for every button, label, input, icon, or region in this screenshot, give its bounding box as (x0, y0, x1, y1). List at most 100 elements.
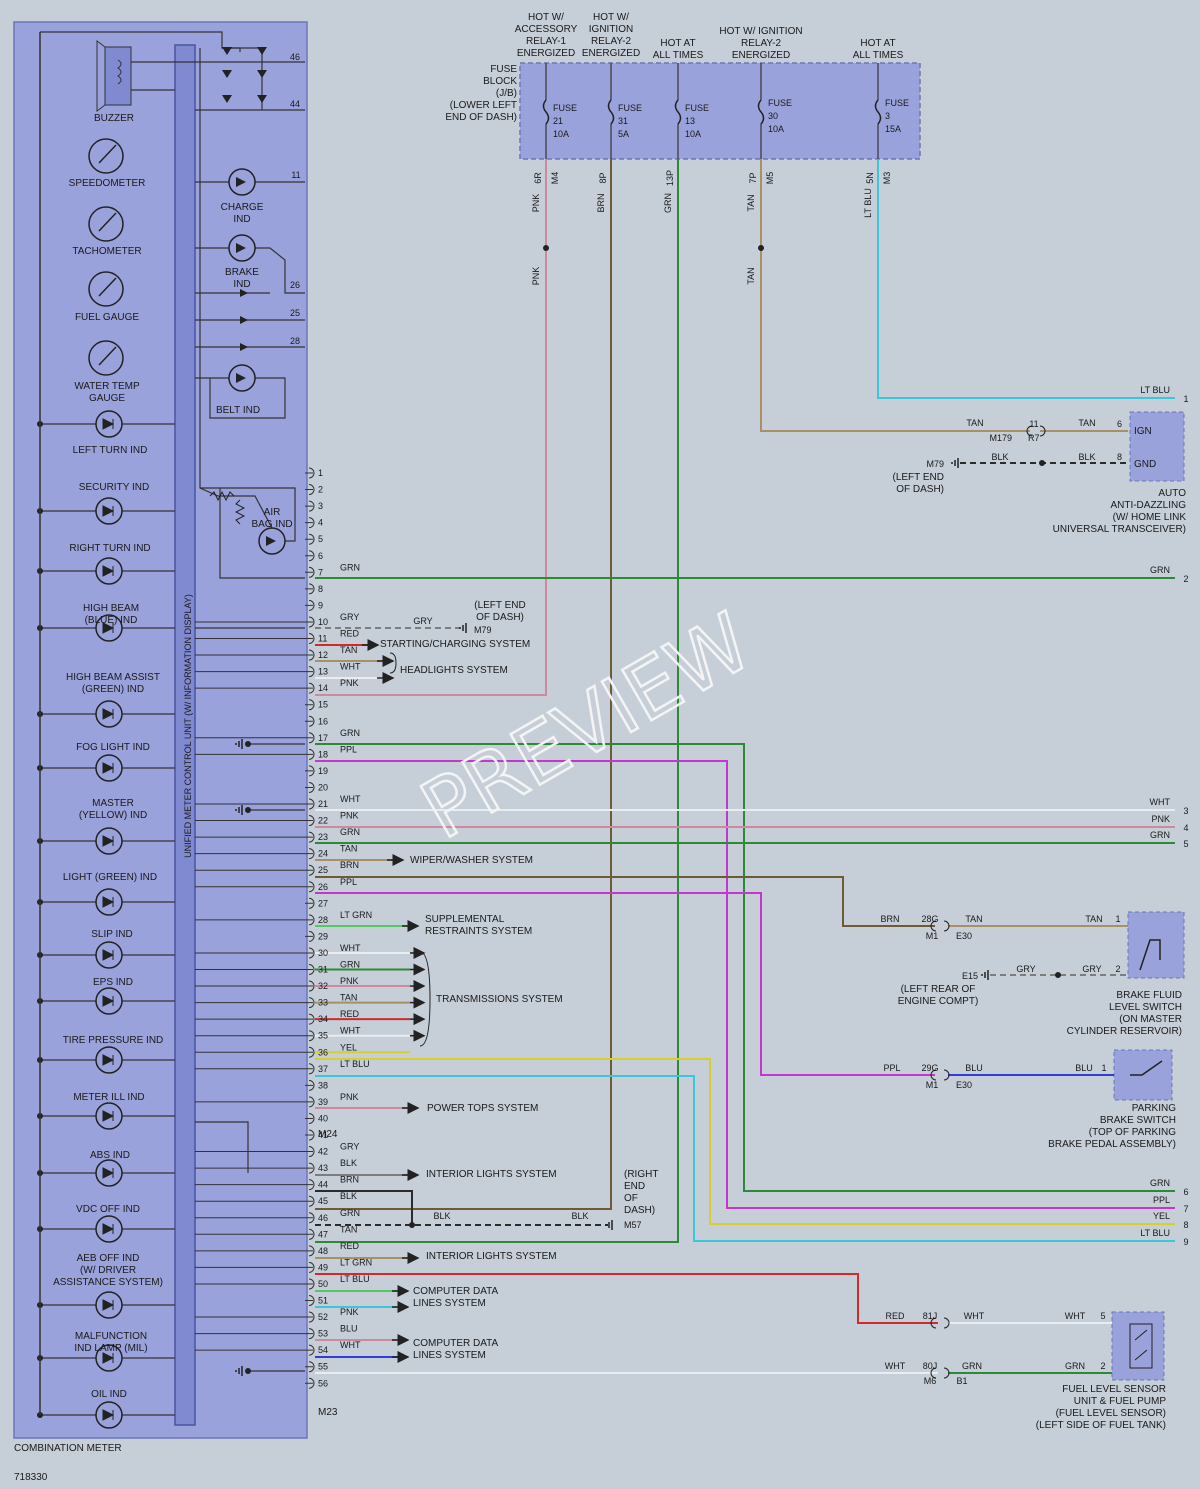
mirror-tan2: TAN (1078, 418, 1095, 428)
pin-17: 17 (318, 733, 328, 743)
connector-pin-icon (305, 599, 315, 611)
offpage-num-2: 2 (1183, 574, 1188, 584)
fuse-num: 3 (885, 111, 890, 121)
pin-19: 19 (318, 766, 328, 776)
m57-note: END (624, 1181, 645, 1192)
system-srs: RESTRAINTS SYSTEM (425, 926, 532, 937)
gauge-icon (88, 271, 124, 307)
connector-pin-icon (305, 633, 315, 644)
mirror-pin6: 6 (1117, 419, 1122, 429)
label-aeboff: ASSISTANCE SYSTEM) (53, 1277, 163, 1288)
indicator-led-icon (95, 1102, 123, 1130)
buzzer-coil-icon (117, 59, 122, 85)
pin-42: 42 (318, 1147, 328, 1157)
diode-icon (102, 896, 115, 908)
diode-icon (257, 70, 267, 78)
label-vdcoff: VDC OFF IND (76, 1204, 140, 1215)
connector-pin-icon (305, 1195, 315, 1207)
fuse-header-1: HOT W/ (593, 12, 629, 23)
fuel-conn-left: M6 (924, 1376, 937, 1386)
connector-pin-icon (305, 1162, 315, 1174)
connector-pin-icon (305, 1129, 315, 1141)
pin-45: 45 (318, 1196, 328, 1206)
pin-38: 38 (318, 1080, 328, 1090)
connector-pin-icon (305, 732, 315, 744)
pin-29: 29 (318, 931, 328, 941)
mirror-blk1: BLK (991, 452, 1008, 462)
pin-color-7: GRN (340, 562, 360, 572)
mirror-inline-pin: 11 (1029, 419, 1038, 429)
fuse-conn-4: M3 (882, 172, 892, 185)
connector-pin-icon (305, 831, 315, 843)
label-brake: BRAKE (225, 267, 259, 278)
fuse-pin-1: 8P (598, 172, 608, 183)
fuse-wire-color-2: GRN (663, 193, 673, 213)
label-mil: IND LAMP (MIL) (74, 1343, 147, 1354)
parking-label: BRAKE PEDAL ASSEMBLY) (1048, 1139, 1176, 1150)
fuse-amp: 5A (618, 129, 629, 139)
diode-icon (257, 47, 267, 55)
label-speedometer: SPEEDOMETER (69, 178, 146, 189)
fuel-wht-a: WHT (964, 1311, 985, 1321)
pin-36: 36 (318, 1047, 328, 1057)
label-aeboff: AEB OFF IND (77, 1253, 140, 1264)
fuse-block-label: (J/B) (496, 88, 517, 99)
combination-meter-label: COMBINATION METER (14, 1443, 122, 1454)
fuse-header-0: ACCESSORY (515, 24, 578, 35)
resistor-icon (209, 490, 235, 502)
pin-color-24: TAN (340, 844, 357, 854)
system-cdl2: COMPUTER DATA (413, 1338, 499, 1349)
label-hbassist: (GREEN) IND (82, 684, 144, 695)
pin-53: 53 (318, 1329, 328, 1339)
mirror-box (1129, 411, 1185, 482)
connector-pin-icon (305, 1278, 315, 1290)
pin-color-26: PPL (340, 877, 357, 887)
offpage-color-1: LT BLU (1140, 385, 1170, 395)
m57-ground: M57 (624, 1220, 642, 1230)
fuel-wht-left: WHT (885, 1361, 906, 1371)
connector-pin-icon (305, 914, 315, 926)
gry-pin10-color: GRY (413, 616, 432, 626)
connector-pin-icon (305, 1046, 315, 1058)
connector-pin-icon (305, 765, 315, 777)
fuse-num: 21 (553, 116, 563, 126)
system-powertops: POWER TOPS SYSTEM (427, 1103, 538, 1114)
connector-pin-icon (305, 781, 315, 793)
connector-pin-icon (305, 1112, 315, 1124)
pin-color-25: BRN (340, 860, 359, 870)
mirror-ground-note: OF DASH) (896, 484, 944, 495)
fuse-pin-2: 13P (665, 170, 675, 186)
offpage-num-1: 1 (1183, 394, 1188, 404)
junction-dot (245, 807, 251, 813)
connector-pin-icon (305, 566, 315, 578)
gry-pin10-note: (LEFT END (474, 600, 526, 611)
diode-icon (222, 47, 232, 55)
pin-color-13: WHT (340, 662, 361, 672)
label-hbassist: HIGH BEAM ASSIST (66, 672, 160, 683)
indicator-led-icon (95, 1401, 123, 1429)
fuse-conn-3: M5 (765, 172, 775, 185)
label-brake: IND (233, 279, 250, 290)
fuel-grn-b: GRN (1065, 1361, 1085, 1371)
label-watertemp: GAUGE (89, 393, 125, 404)
internal-pin-26: 26 (290, 280, 300, 290)
mirror-label: AUTO (1158, 488, 1186, 499)
system-wiper: WIPER/WASHER SYSTEM (410, 855, 533, 866)
fuse-word: FUSE (553, 103, 577, 113)
bf-sw-pin1: 1 (1115, 914, 1120, 924)
connector-pin-icon (305, 1030, 315, 1042)
connector-pin-icon (305, 947, 315, 959)
label-airbag: AIR (264, 507, 281, 518)
diode-icon (102, 565, 115, 577)
bf-conn-left: M1 (926, 931, 939, 941)
connector-pin-icon (305, 1295, 315, 1306)
indicator-led-icon (95, 700, 123, 728)
gauge-icon (88, 206, 124, 242)
gauge-needle-icon (98, 277, 117, 297)
indicator-led-icon (95, 888, 123, 916)
fuel-pin2: 2 (1100, 1361, 1105, 1371)
connector-pin-icon (305, 1146, 315, 1158)
pb-sw-pin: 1 (1101, 1063, 1106, 1073)
label-fuel: FUEL GAUGE (75, 312, 139, 323)
indicator-led-icon (95, 987, 123, 1015)
